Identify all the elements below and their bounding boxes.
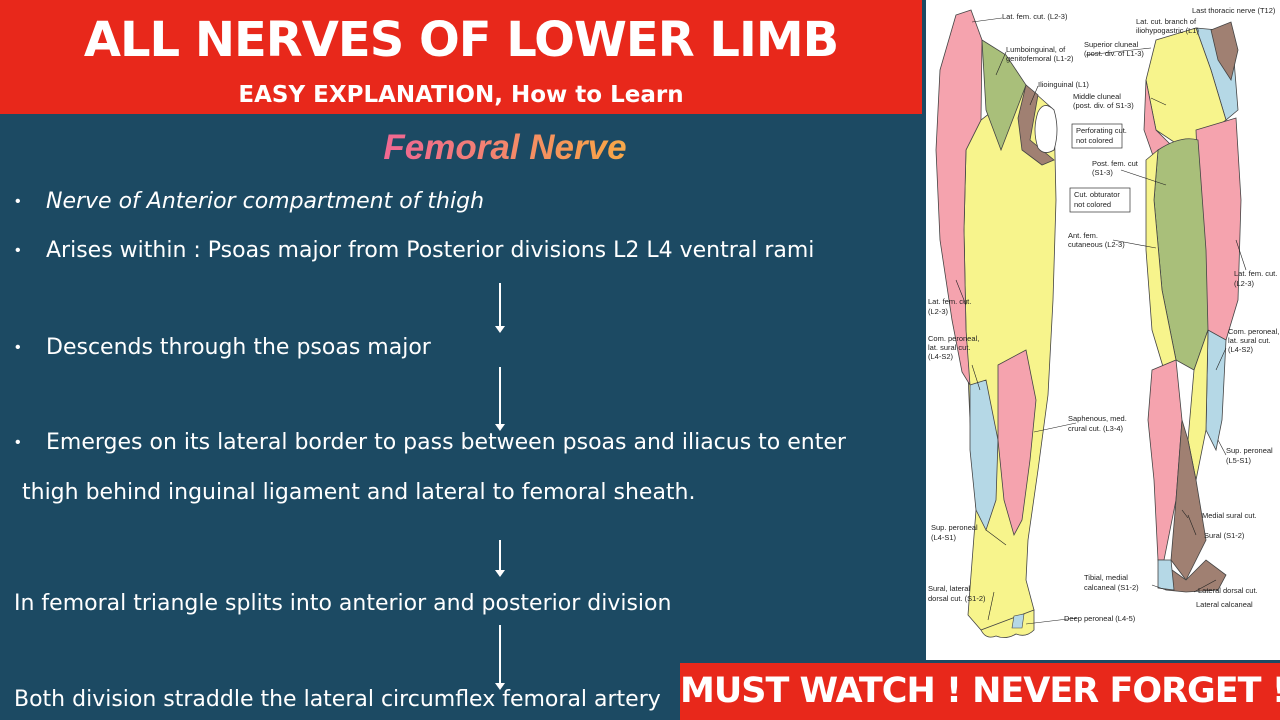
label-perforating-2: not colored bbox=[1076, 136, 1113, 145]
point-4: Emerges on its lateral border to pass be… bbox=[46, 430, 846, 455]
label-sural: Sural (S1-2) bbox=[1204, 531, 1245, 540]
point-4-continued: thigh behind inguinal ligament and later… bbox=[22, 480, 696, 505]
lower-limb-illustration: Lat. fem. cut. (L2-3) Lumboinguinal, of … bbox=[928, 6, 1279, 638]
label-cut-obturator: Cut. obturator bbox=[1074, 190, 1120, 199]
dermatome-diagram: Lat. fem. cut. (L2-3) Lumboinguinal, of … bbox=[926, 0, 1280, 660]
label-lumboinguinal-2: genitofemoral (L1-2) bbox=[1006, 54, 1074, 63]
main-title: ALL NERVES OF LOWER LIMB bbox=[83, 12, 839, 68]
down-arrow-icon bbox=[495, 540, 505, 577]
label-com-peroneal-right: Com. peroneal, bbox=[1228, 327, 1279, 336]
bullet-icon: • bbox=[15, 242, 21, 259]
label-saphenous: Saphenous, med. bbox=[1068, 414, 1127, 423]
point-3: Descends through the psoas major bbox=[46, 335, 431, 360]
label-com-peroneal-left-3: (L4-S2) bbox=[928, 352, 954, 361]
label-perforating: Perforating cut. bbox=[1076, 126, 1127, 135]
label-lateral-calcaneal: Lateral calcaneal bbox=[1196, 600, 1253, 609]
bullet-icon: • bbox=[15, 434, 21, 451]
label-iliohypogastric: Lat. cut. branch of bbox=[1136, 17, 1197, 26]
label-com-peroneal-right-2: lat. sural cut. bbox=[1228, 336, 1271, 345]
label-com-peroneal-left-2: lat. sural cut. bbox=[928, 343, 971, 352]
label-last-thoracic: Last thoracic nerve (T12) bbox=[1192, 6, 1276, 15]
label-deep-peroneal: Deep peroneal (L4-5) bbox=[1064, 614, 1136, 623]
label-sural-lateral-2: dorsal cut. (S1-2) bbox=[928, 594, 986, 603]
label-lat-fem-cut-left-2: (L2-3) bbox=[928, 307, 949, 316]
label-middle-cluneal-2: (post. div. of S1-3) bbox=[1073, 101, 1134, 110]
label-sup-peroneal-left-2: (L4-S1) bbox=[931, 533, 957, 542]
label-lateral-dorsal: Lateral dorsal cut. bbox=[1198, 586, 1258, 595]
label-com-peroneal-right-3: (L4-S2) bbox=[1228, 345, 1254, 354]
diagram-labels: Lat. fem. cut. (L2-3) Lumboinguinal, of … bbox=[928, 6, 1279, 623]
label-sup-peroneal-right-2: (L5-S1) bbox=[1226, 456, 1252, 465]
label-superior-cluneal: Superior cluneal bbox=[1084, 40, 1139, 49]
label-sural-lateral: Sural, lateral bbox=[928, 584, 970, 593]
label-post-fem-cut-2: (S1-3) bbox=[1092, 168, 1113, 177]
point-2: Arises within : Psoas major from Posteri… bbox=[46, 238, 815, 263]
label-middle-cluneal: Middle cluneal bbox=[1073, 92, 1121, 101]
label-saphenous-2: crural cut. (L3-4) bbox=[1068, 424, 1124, 433]
label-lat-fem-cut-right-2: (L2-3) bbox=[1234, 279, 1255, 288]
anterior-leg bbox=[935, 9, 1058, 638]
label-superior-cluneal-2: (post. div. of L1-3) bbox=[1084, 49, 1144, 58]
label-ant-fem-cut-2: cutaneous (L2-3) bbox=[1068, 240, 1125, 249]
label-tibial-medial: Tibial, medial bbox=[1084, 573, 1128, 582]
point-1: Nerve of Anterior compartment of thigh bbox=[46, 189, 485, 214]
label-medial-sural: Medial sural cut. bbox=[1202, 511, 1257, 520]
label-cut-obturator-2: not colored bbox=[1074, 200, 1111, 209]
bullet-icon: • bbox=[15, 193, 21, 210]
down-arrow-icon bbox=[495, 367, 505, 431]
label-ilioinguinal: Ilioinguinal (L1) bbox=[1038, 80, 1089, 89]
must-watch-banner: MUST WATCH ! NEVER FORGET ! bbox=[680, 663, 1280, 720]
label-lat-fem-cut-left: Lat. fem. cut. bbox=[928, 297, 971, 306]
label-lat-fem-cut-top: Lat. fem. cut. (L2-3) bbox=[1002, 12, 1068, 21]
label-ant-fem-cut: Ant. fem. bbox=[1068, 231, 1098, 240]
point-6: Both division straddle the lateral circu… bbox=[14, 687, 661, 712]
bullet-icon: • bbox=[15, 339, 21, 356]
point-5: In femoral triangle splits into anterior… bbox=[14, 591, 672, 616]
down-arrow-icon bbox=[495, 283, 505, 333]
label-iliohypogastric-2: iliohypogastric (L1) bbox=[1136, 26, 1199, 35]
label-lumboinguinal: Lumboinguinal, of bbox=[1006, 45, 1066, 54]
title-banner bbox=[0, 0, 922, 114]
down-arrow-icon bbox=[495, 625, 505, 690]
subtitle: EASY EXPLANATION, How to Learn bbox=[238, 82, 684, 108]
content-panel bbox=[0, 114, 922, 720]
label-com-peroneal-left: Com. peroneal, bbox=[928, 334, 979, 343]
label-lat-fem-cut-right: Lat. fem. cut. bbox=[1234, 269, 1277, 278]
label-tibial-medial-2: calcaneal (S1-2) bbox=[1084, 583, 1139, 592]
label-post-fem-cut: Post. fem. cut bbox=[1092, 159, 1139, 168]
section-title: Femoral Nerve bbox=[0, 128, 1010, 168]
label-sup-peroneal-left: Sup. peroneal bbox=[931, 523, 978, 532]
label-sup-peroneal-right: Sup. peroneal bbox=[1226, 446, 1273, 455]
posterior-leg bbox=[1143, 21, 1242, 593]
